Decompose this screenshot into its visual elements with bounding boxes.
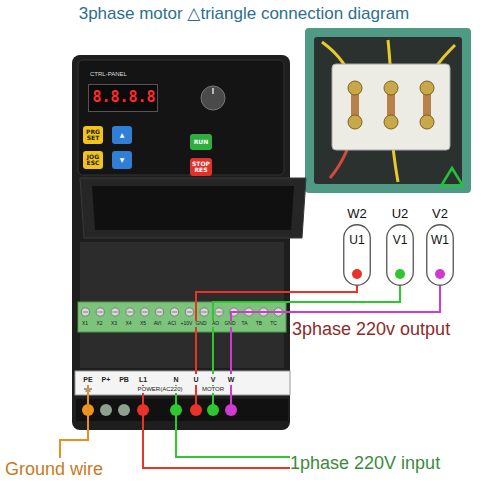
motor-terminal: W2U1 <box>343 224 371 286</box>
pin-name: TA <box>240 321 248 327</box>
ground-label: Ground wire <box>5 458 115 480</box>
pin-name: ACI <box>167 321 177 327</box>
terminal-dot <box>352 269 362 279</box>
terminal-label: L1 <box>136 374 150 385</box>
key-text: RUN <box>191 139 211 145</box>
motor-terminal: V2W1 <box>426 224 454 286</box>
motor-terminal: U2V1 <box>386 224 414 286</box>
key-text: N <box>169 376 183 383</box>
pin-name: X5 <box>139 321 147 327</box>
terminal-label: PB <box>117 374 131 385</box>
pin-name: AO <box>211 321 220 327</box>
key-button: ▼ <box>112 151 132 169</box>
power-terminal-screws <box>82 404 237 416</box>
pin-name: X3 <box>110 321 118 327</box>
control-terminal-strip <box>78 302 286 332</box>
pin-name: X2 <box>95 321 103 327</box>
key-text: PRG SET <box>84 129 102 142</box>
inverter-body <box>72 55 306 430</box>
key-button: PRG SET <box>83 126 103 144</box>
key-text: ▼ <box>113 157 131 163</box>
terminal-label: V <box>206 374 220 385</box>
key-button: JOG ESC <box>83 151 103 169</box>
pin-name: TC <box>269 321 278 327</box>
key-text: L1 <box>136 376 150 383</box>
group-label: MOTOR <box>201 386 225 393</box>
note-text: Ground wire <box>5 460 115 479</box>
panel-name: CTRL-PANEL <box>90 71 127 78</box>
terminal-label: P+ <box>99 374 113 385</box>
group-label: POWER(AC220) <box>136 386 183 393</box>
wire <box>176 385 290 457</box>
key-button: RUN <box>190 134 212 150</box>
knob <box>201 86 225 110</box>
terminal-name: U1 <box>343 233 371 247</box>
key-button: ▲ <box>112 126 132 144</box>
terminal-name: W2 <box>347 206 367 221</box>
input-label: 1phase 220V input <box>290 452 482 474</box>
key-text: U <box>189 376 203 383</box>
terminal-label: N <box>169 374 183 385</box>
terminal-name: V2 <box>432 206 448 221</box>
label-strip <box>75 371 290 395</box>
key-text: V <box>206 376 220 383</box>
terminal-dot <box>435 269 445 279</box>
terminal-label: PE <box>81 374 95 385</box>
pin-name: GND <box>194 321 207 327</box>
pin-name: AVI <box>153 321 163 327</box>
pin-name: TB <box>255 321 263 327</box>
key-text: ▲ <box>113 132 131 138</box>
key-text: W <box>224 376 238 383</box>
title: 3phase motor △triangle connection diagra… <box>0 3 488 24</box>
pin-name: X4 <box>124 321 132 327</box>
terminal-name: U2 <box>392 206 409 221</box>
terminal-name: W1 <box>426 233 454 247</box>
delta-symbol <box>441 168 463 186</box>
pin-name: +10V <box>180 321 194 327</box>
key-text: P+ <box>99 376 113 383</box>
display-digits: 8.8.8.8 <box>92 90 156 106</box>
output-label: 3phase 220v output <box>292 319 450 340</box>
terminal-label: U <box>189 374 203 385</box>
key-text: PB <box>117 376 131 383</box>
terminal-dot <box>395 269 405 279</box>
pin-name: GND <box>223 321 236 327</box>
display-screen: 8.8.8.8 <box>88 84 158 112</box>
key-button: STOP RES <box>190 158 212 176</box>
key-text: JOG ESC <box>84 154 102 167</box>
terminal-name: V1 <box>386 233 414 247</box>
key-text: STOP RES <box>191 161 211 174</box>
wire <box>143 385 290 468</box>
terminal-label: W <box>224 374 238 385</box>
pin-name: X1 <box>81 321 89 327</box>
note-text: 1phase 220V input <box>290 454 482 473</box>
motor-terminal-box <box>305 28 471 193</box>
wire <box>60 385 88 458</box>
key-text: PE <box>81 376 95 383</box>
